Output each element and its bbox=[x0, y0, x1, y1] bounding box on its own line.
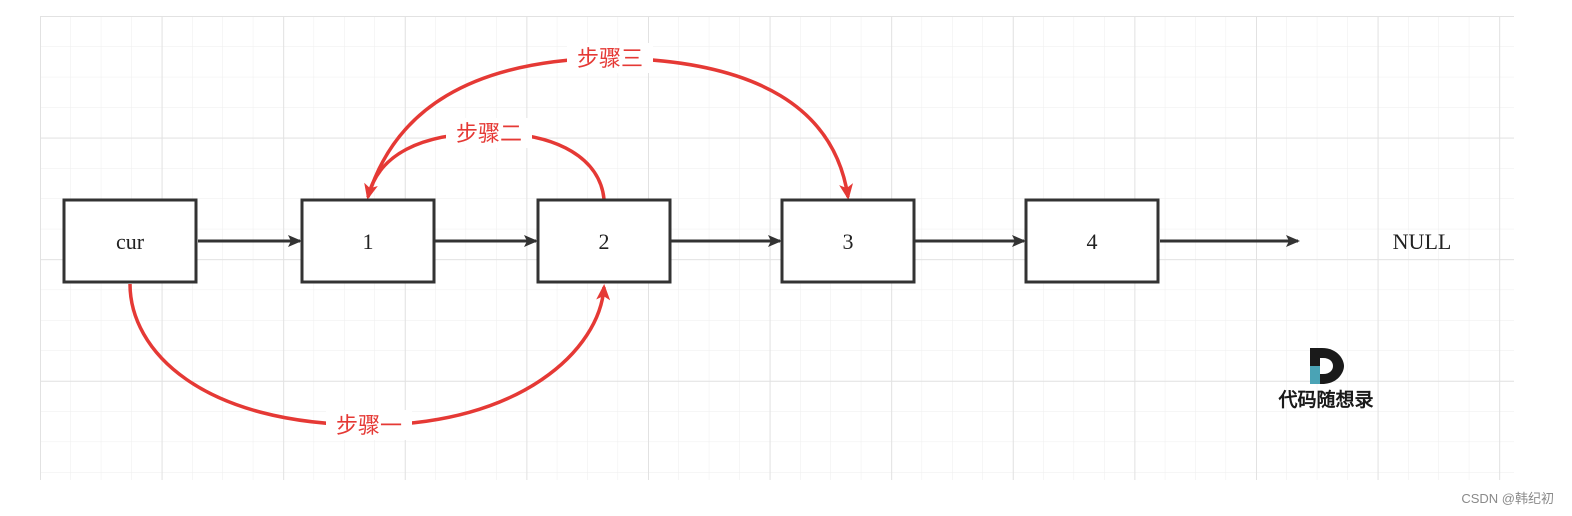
node-3: 3 bbox=[780, 198, 916, 284]
step-labels: 步骤一 步骤二 步骤三 bbox=[326, 43, 653, 440]
logo-d-icon bbox=[1310, 348, 1344, 384]
node-label: 4 bbox=[1087, 229, 1098, 254]
node-label: 2 bbox=[599, 229, 610, 254]
null-label: NULL bbox=[1393, 229, 1452, 254]
node-cur: cur bbox=[62, 198, 198, 284]
node-1: 1 bbox=[300, 198, 436, 284]
node-label: cur bbox=[116, 229, 145, 254]
step-three-label: 步骤三 bbox=[577, 47, 643, 72]
node-4: 4 bbox=[1024, 198, 1160, 284]
logo: D 代码随想录 bbox=[1277, 348, 1374, 411]
node-label: 3 bbox=[843, 229, 854, 254]
watermark: CSDN @韩纪初 bbox=[1461, 491, 1554, 506]
step-one-label: 步骤一 bbox=[336, 414, 402, 439]
step-two-label: 步骤二 bbox=[456, 122, 522, 147]
node-2: 2 bbox=[536, 198, 672, 284]
logo-text: 代码随想录 bbox=[1277, 388, 1373, 411]
node-label: 1 bbox=[363, 229, 374, 254]
